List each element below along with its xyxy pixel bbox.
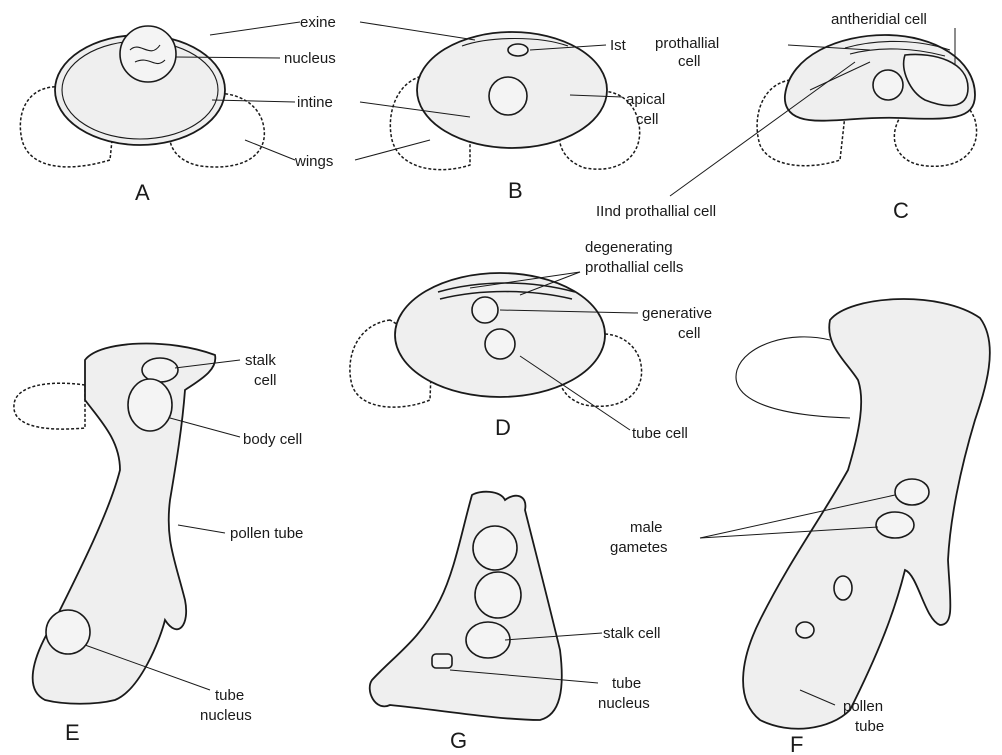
label-cell-2: cell bbox=[636, 111, 659, 128]
label-cell-1: cell bbox=[678, 53, 701, 70]
label-wings: wings bbox=[294, 153, 333, 170]
panel-c-nucleus bbox=[873, 70, 903, 100]
panel-f: male gametes pollen tube F bbox=[610, 299, 990, 755]
label-male-1: male bbox=[630, 519, 663, 536]
panel-a: exine nucleus intine wings A bbox=[20, 14, 336, 205]
panel-b-apical-nucleus bbox=[489, 77, 527, 115]
panel-letter-f: F bbox=[790, 732, 803, 755]
label-pollen-2: tube bbox=[855, 718, 884, 735]
label-tube-nuc-1: tube bbox=[215, 687, 244, 704]
label-degen-2: prothallial cells bbox=[585, 259, 683, 276]
panel-d-generative-cell bbox=[472, 297, 498, 323]
panel-letter-b: B bbox=[508, 178, 523, 203]
label-second: IInd prothallial cell bbox=[596, 203, 716, 220]
panel-letter-e: E bbox=[65, 720, 80, 745]
panel-f-stalk-fragment bbox=[796, 622, 814, 638]
panel-letter-g: G bbox=[450, 728, 467, 753]
label-g-stalk-cell: stalk cell bbox=[603, 625, 661, 642]
panel-f-gamete-1 bbox=[895, 479, 929, 505]
panel-e-body-cell bbox=[128, 379, 172, 431]
panel-g-tube-nucleus bbox=[432, 654, 452, 668]
label-g-nuc-2: nucleus bbox=[598, 695, 650, 712]
panel-a-nucleus bbox=[120, 26, 176, 82]
label-pollen-tube: pollen tube bbox=[230, 525, 303, 542]
label-first: Ist bbox=[610, 37, 627, 54]
label-intine: intine bbox=[297, 94, 333, 111]
panel-d: degenerating prothallial cells generativ… bbox=[350, 239, 712, 442]
panel-f-tube-nucleus bbox=[834, 576, 852, 600]
label-tube-nuc-2: nucleus bbox=[200, 707, 252, 724]
panel-e: stalk cell body cell pollen tube tube nu… bbox=[14, 344, 304, 745]
panel-g-stalk-cell bbox=[466, 622, 510, 658]
panel-g-male-nucleus-2 bbox=[475, 572, 521, 618]
panel-d-tube-nucleus bbox=[485, 329, 515, 359]
panel-f-pollen-tube bbox=[743, 299, 990, 729]
label-gen-1: generative bbox=[642, 305, 712, 322]
label-g-nuc-1: tube bbox=[612, 675, 641, 692]
label-pollen-1: pollen bbox=[843, 698, 883, 715]
panel-letter-d: D bbox=[495, 415, 511, 440]
panel-e-tube-leader bbox=[178, 525, 225, 533]
panel-g-cell-outline bbox=[370, 492, 562, 720]
panel-b-first-prothallial-nucleus bbox=[508, 44, 528, 56]
panel-b: Ist prothallial cell apical cell B bbox=[355, 22, 719, 203]
panel-f-gamete-2 bbox=[876, 512, 914, 538]
label-stalk-1: stalk bbox=[245, 352, 276, 369]
panel-g: stalk cell tube nucleus G bbox=[370, 492, 661, 753]
panel-g-male-nucleus-1 bbox=[473, 526, 517, 570]
label-body-cell: body cell bbox=[243, 431, 302, 448]
panel-e-tube-nucleus bbox=[46, 610, 90, 654]
panel-letter-a: A bbox=[135, 180, 150, 205]
panel-e-wing bbox=[14, 383, 85, 429]
label-male-2: gametes bbox=[610, 539, 668, 556]
panel-a-exine-leader bbox=[210, 22, 300, 35]
label-apical: apical bbox=[626, 91, 665, 108]
panel-f-wing-outline bbox=[736, 337, 850, 418]
label-degen-1: degenerating bbox=[585, 239, 673, 256]
label-prothallial: prothallial bbox=[655, 35, 719, 52]
label-exine: exine bbox=[300, 14, 336, 31]
label-gen-2: cell bbox=[678, 325, 701, 342]
label-antheridial: antheridial cell bbox=[831, 11, 927, 28]
panel-letter-c: C bbox=[893, 198, 909, 223]
label-nucleus: nucleus bbox=[284, 50, 336, 67]
label-tube-cell: tube cell bbox=[632, 425, 688, 442]
panel-b-exine-leader bbox=[360, 22, 475, 40]
label-stalk-2: cell bbox=[254, 372, 277, 389]
